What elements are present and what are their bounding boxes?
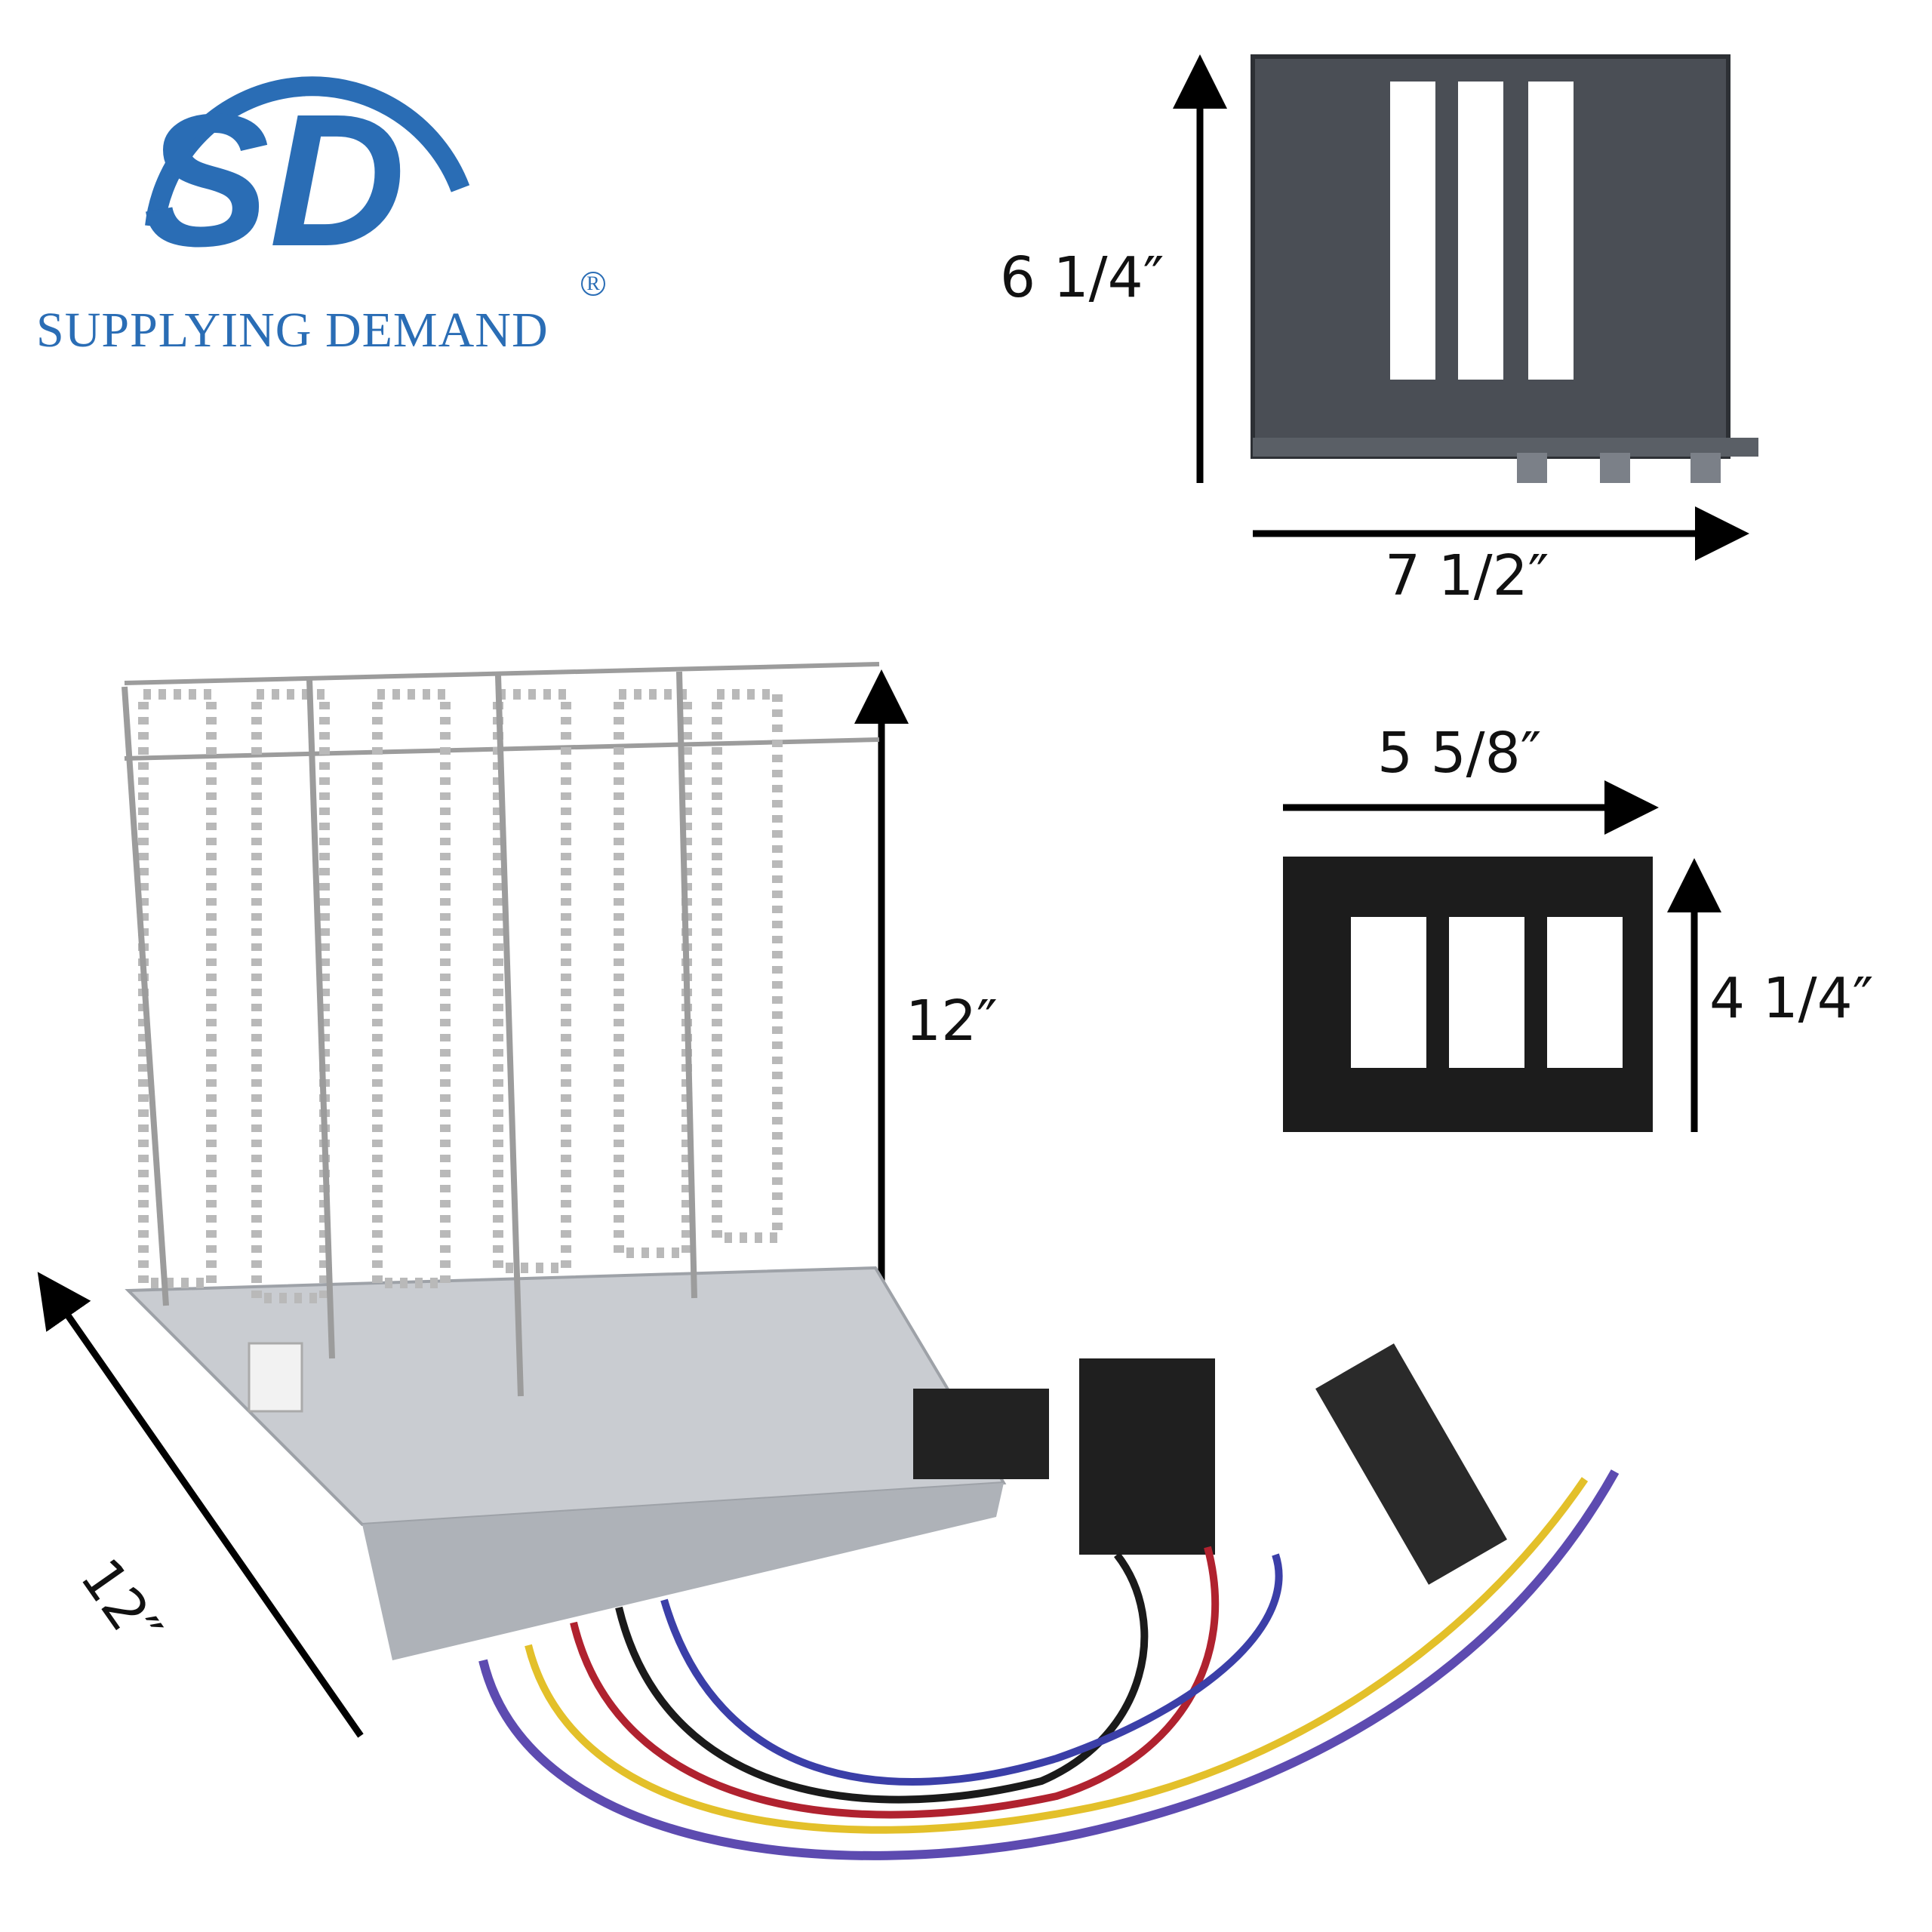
label-bracket-width: 7 1/2″	[1385, 543, 1549, 608]
gasket	[1283, 857, 1653, 1132]
registered-mark: R	[581, 272, 605, 296]
label-bracket-height: 6 1/4″	[1000, 245, 1164, 310]
heater-assembly	[122, 662, 1620, 1860]
label-heater-height: 12″	[906, 989, 998, 1054]
label-gasket-width: 5 5/8″	[1377, 721, 1542, 786]
heater-depth-arrow	[37, 1272, 364, 1738]
logo-monogram: SD	[143, 75, 405, 285]
mounting-bracket	[1251, 54, 1758, 483]
brand-name: SUPPLYING DEMAND	[36, 303, 549, 358]
label-gasket-height: 4 1/4″	[1709, 966, 1874, 1031]
